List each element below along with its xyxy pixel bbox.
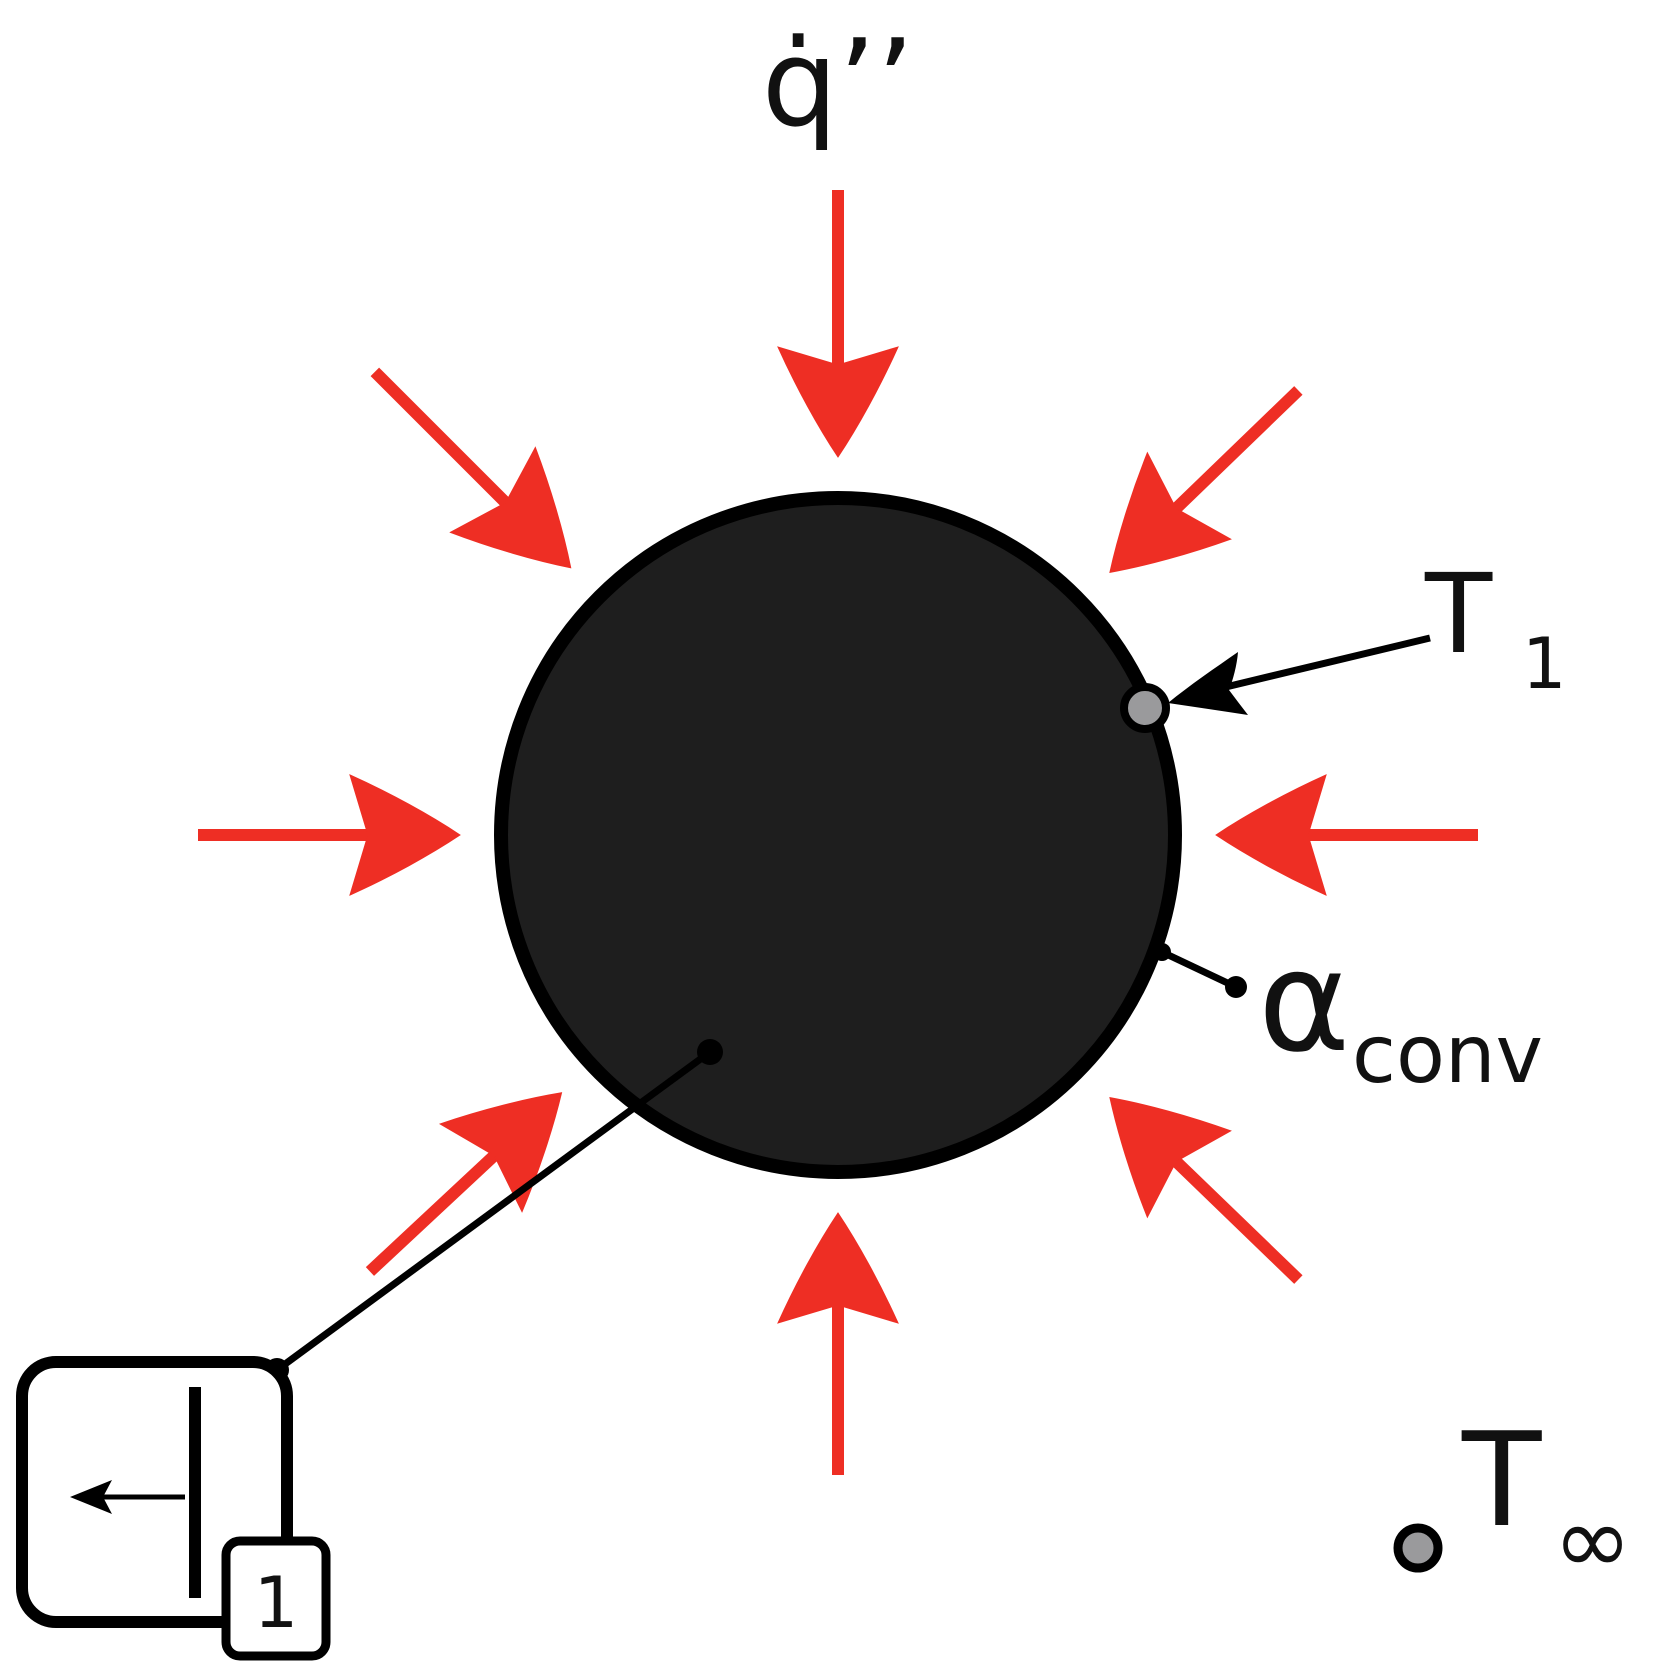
flux-arrow-top-right	[1109, 386, 1303, 574]
surface-temperature-pointer	[1168, 634, 1431, 715]
convection-coefficient-symbol: α	[1258, 921, 1350, 1084]
indicator-badge-number: 1	[254, 1562, 299, 1644]
convection-coefficient-subscript: conv	[1352, 1008, 1543, 1101]
flux-arrow-top-left-head	[449, 446, 572, 569]
indicator-badge[interactable]: 1	[221, 1536, 331, 1661]
flux-arrow-bottom-left	[365, 1092, 563, 1276]
ambient-temperature-subscript: ∞	[1553, 1486, 1632, 1596]
heat-flux-arrows	[198, 190, 1478, 1475]
flux-arrow-right-head	[1215, 774, 1327, 896]
flux-arrow-right	[1215, 774, 1478, 896]
sphere[interactable]	[494, 491, 1182, 1179]
flux-arrow-left	[198, 774, 461, 896]
ambient-temperature-symbol: T	[1461, 1404, 1542, 1556]
flux-arrow-bottom-head	[777, 1212, 899, 1324]
flux-arrow-bottom	[777, 1212, 899, 1475]
pointer-arrowhead-icon	[1168, 652, 1248, 715]
flux-arrow-top-right-head	[1109, 451, 1232, 574]
heat-flux-label: q̇’’	[762, 15, 914, 154]
surface-temperature-label: T	[1424, 550, 1493, 678]
flux-arrow-top	[777, 190, 899, 458]
flux-arrow-top-left	[370, 367, 572, 569]
flux-arrow-top-head	[777, 346, 899, 458]
surface-temperature-marker[interactable]	[1120, 683, 1170, 733]
convection-pointer	[1153, 943, 1247, 998]
flux-arrow-bottom-right-head	[1109, 1096, 1232, 1219]
surface-temperature-subscript: 1	[1522, 623, 1567, 705]
flux-arrow-left-head	[349, 774, 461, 896]
flux-arrow-bottom-right	[1109, 1096, 1303, 1284]
indicator-connector	[265, 1039, 723, 1382]
surface-temperature-symbol: T	[1424, 550, 1493, 678]
length-arrow-box-icon[interactable]	[16, 1356, 293, 1628]
ambient-temperature-marker[interactable]	[1393, 1523, 1443, 1573]
